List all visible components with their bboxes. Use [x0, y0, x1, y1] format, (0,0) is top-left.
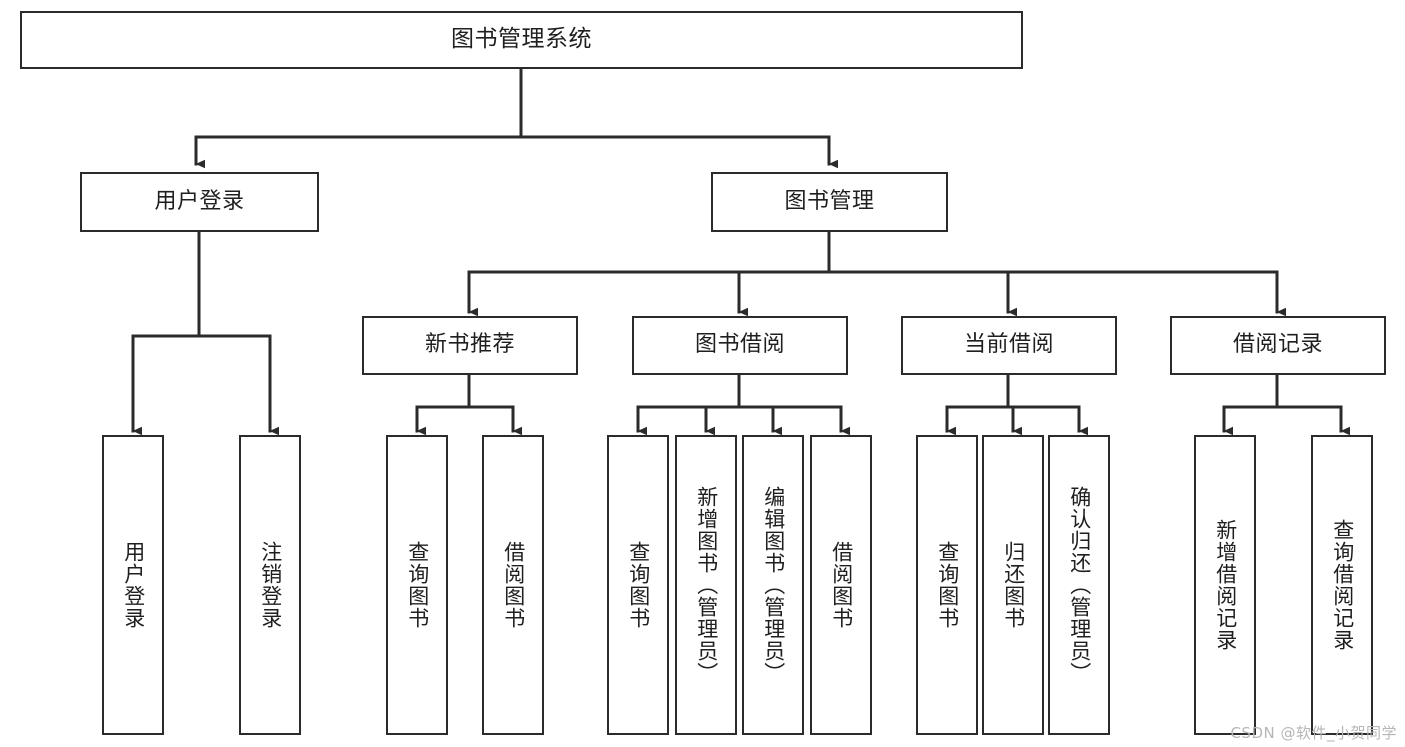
leaf-book-borrow-add-book-admin-label: 新增图书（管理员）: [694, 486, 719, 684]
leaf-current-borrow-query-book-label: 查询图书: [935, 541, 960, 629]
node-book-management[interactable]: 图书管理: [711, 172, 948, 232]
leaf-book-borrow-query-book[interactable]: 查询图书: [607, 435, 669, 735]
leaf-user-login-logout-label: 注销登录: [258, 541, 283, 629]
leaf-new-book-query-book-label: 查询图书: [405, 541, 430, 629]
node-current-borrow[interactable]: 当前借阅: [901, 316, 1117, 375]
node-new-book-recommendation-label: 新书推荐: [424, 332, 515, 358]
leaf-new-book-query-book[interactable]: 查询图书: [386, 435, 448, 735]
leaf-current-borrow-confirm-return-admin-label: 确认归还（管理员）: [1067, 486, 1092, 684]
leaf-user-login-logout[interactable]: 注销登录: [239, 435, 301, 735]
node-root-book-management-system[interactable]: 图书管理系统: [20, 11, 1023, 69]
leaf-book-borrow-borrow-book[interactable]: 借阅图书: [810, 435, 872, 735]
leaf-current-borrow-query-book[interactable]: 查询图书: [916, 435, 978, 735]
node-book-borrow[interactable]: 图书借阅: [632, 316, 848, 375]
leaf-current-borrow-return-book[interactable]: 归还图书: [982, 435, 1044, 735]
leaf-borrow-record-query-record-label: 查询借阅记录: [1330, 519, 1355, 651]
leaf-borrow-record-query-record[interactable]: 查询借阅记录: [1311, 435, 1373, 735]
csdn-watermark: CSDN @软件_小贺同学: [1230, 724, 1397, 742]
leaf-current-borrow-confirm-return-admin[interactable]: 确认归还（管理员）: [1048, 435, 1110, 735]
node-root-label: 图书管理系统: [451, 26, 592, 53]
node-book-management-label: 图书管理: [784, 188, 875, 214]
leaf-book-borrow-borrow-book-label: 借阅图书: [829, 541, 854, 629]
leaf-book-borrow-edit-book-admin[interactable]: 编辑图书（管理员）: [742, 435, 804, 735]
node-current-borrow-label: 当前借阅: [963, 332, 1054, 358]
leaf-borrow-record-add-record[interactable]: 新增借阅记录: [1194, 435, 1256, 735]
leaf-current-borrow-return-book-label: 归还图书: [1001, 541, 1026, 629]
leaf-book-borrow-query-book-label: 查询图书: [626, 541, 651, 629]
node-borrow-record[interactable]: 借阅记录: [1170, 316, 1386, 375]
node-user-login[interactable]: 用户登录: [80, 172, 319, 232]
node-user-login-label: 用户登录: [154, 188, 245, 214]
leaf-new-book-borrow-book-label: 借阅图书: [501, 541, 526, 629]
node-book-borrow-label: 图书借阅: [694, 332, 785, 358]
leaf-book-borrow-edit-book-admin-label: 编辑图书（管理员）: [761, 486, 786, 684]
leaf-user-login-login-label: 用户登录: [121, 541, 146, 629]
leaf-user-login-login[interactable]: 用户登录: [102, 435, 164, 735]
node-new-book-recommendation[interactable]: 新书推荐: [362, 316, 578, 375]
leaf-new-book-borrow-book[interactable]: 借阅图书: [482, 435, 544, 735]
leaf-borrow-record-add-record-label: 新增借阅记录: [1213, 519, 1238, 651]
node-borrow-record-label: 借阅记录: [1232, 332, 1323, 358]
leaf-book-borrow-add-book-admin[interactable]: 新增图书（管理员）: [675, 435, 737, 735]
